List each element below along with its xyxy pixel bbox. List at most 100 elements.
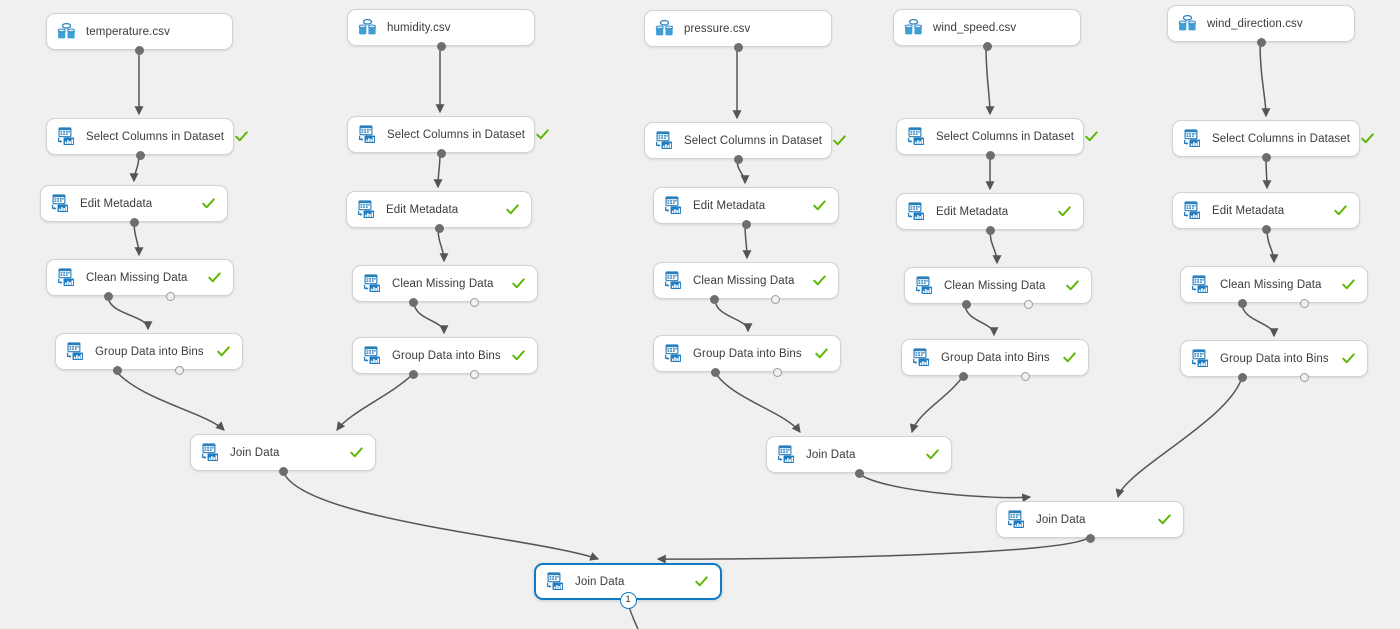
node-cm5[interactable]: Clean Missing Data <box>1180 266 1368 303</box>
output-port-ds3-0[interactable] <box>733 42 743 52</box>
output-port-ds2-0[interactable] <box>436 41 446 51</box>
output-port-sc4-0[interactable] <box>985 150 995 160</box>
node-em1[interactable]: Edit Metadata <box>40 185 228 222</box>
output-port-sc5-0[interactable] <box>1261 152 1271 162</box>
node-label: Join Data <box>1036 513 1086 526</box>
node-ds3[interactable]: pressure.csv <box>644 10 832 47</box>
output-port-ds5-0[interactable] <box>1256 37 1266 47</box>
edge-jd2-to-jd3[interactable] <box>857 472 1032 503</box>
node-ds5[interactable]: wind_direction.csv <box>1167 5 1355 42</box>
node-label: Select Columns in Dataset <box>86 130 225 143</box>
node-sc1[interactable]: Select Columns in Dataset <box>46 118 248 155</box>
output-port-jd3-0[interactable] <box>1085 533 1095 543</box>
output-port-cm5-1[interactable] <box>1299 298 1309 308</box>
edge-em4-to-cm4[interactable] <box>989 229 1002 265</box>
output-port-em4-0[interactable] <box>985 225 995 235</box>
module-icon <box>776 444 797 465</box>
edge-em2-to-cm2[interactable] <box>437 227 449 263</box>
node-order-badge[interactable]: 1 <box>619 591 637 609</box>
node-ds4[interactable]: wind_speed.csv <box>893 9 1081 46</box>
edge-jd1-to-jd4[interactable] <box>282 470 600 561</box>
node-ds1[interactable]: temperature.csv <box>46 13 233 50</box>
edge-cm3-to-gb3[interactable] <box>714 298 753 333</box>
node-em2[interactable]: Edit Metadata <box>346 191 532 228</box>
output-port-ds1-0[interactable] <box>135 45 144 55</box>
output-port-sc1-0[interactable] <box>135 150 145 160</box>
output-port-cm1-0[interactable] <box>103 291 113 301</box>
node-cm2[interactable]: Clean Missing Data <box>352 265 538 302</box>
node-sc5[interactable]: Select Columns in Dataset <box>1172 120 1374 157</box>
node-gb5[interactable]: Group Data into Bins <box>1180 340 1368 377</box>
edge-em5-to-cm5[interactable] <box>1266 228 1279 264</box>
output-port-gb1-0[interactable] <box>112 365 122 375</box>
node-jd1[interactable]: Join Data <box>190 434 376 471</box>
output-port-cm3-1[interactable] <box>771 294 781 304</box>
output-port-sc3-0[interactable] <box>733 154 743 164</box>
output-port-jd2-0[interactable] <box>854 468 864 478</box>
output-port-jd1-0[interactable] <box>278 466 288 476</box>
edge-ds4-to-sc4[interactable] <box>985 45 995 116</box>
node-em3[interactable]: Edit Metadata <box>653 187 839 224</box>
edge-em1-to-cm1[interactable] <box>133 221 144 257</box>
edge-gb3-to-jd2[interactable] <box>714 371 801 433</box>
status-check-icon <box>511 276 526 291</box>
output-port-gb2-1[interactable] <box>470 369 480 379</box>
output-port-cm4-1[interactable] <box>1023 299 1033 309</box>
status-check-icon <box>1065 278 1080 293</box>
edge-gb2-to-jd1[interactable] <box>336 373 414 431</box>
output-port-sc2-0[interactable] <box>436 148 446 158</box>
edge-cm1-to-gb1[interactable] <box>107 295 153 331</box>
output-port-gb3-0[interactable] <box>710 367 720 377</box>
node-gb2[interactable]: Group Data into Bins <box>352 337 538 374</box>
output-port-gb3-1[interactable] <box>772 367 782 377</box>
output-port-gb2-0[interactable] <box>408 369 418 379</box>
node-sc2[interactable]: Select Columns in Dataset <box>347 116 549 153</box>
output-port-cm2-1[interactable] <box>470 297 480 307</box>
edge-cm5-to-gb5[interactable] <box>1241 302 1279 338</box>
edge-ds5-to-sc5[interactable] <box>1259 41 1271 118</box>
edge-cm2-to-gb2[interactable] <box>413 301 449 335</box>
node-jd2[interactable]: Join Data <box>766 436 952 473</box>
output-port-gb5-0[interactable] <box>1237 372 1247 382</box>
output-port-cm1-1[interactable] <box>165 291 175 301</box>
output-port-gb4-1[interactable] <box>1020 371 1030 381</box>
dataset-icon <box>654 18 675 39</box>
node-cm1[interactable]: Clean Missing Data <box>46 259 234 296</box>
output-port-gb1-1[interactable] <box>174 365 184 375</box>
node-label: Join Data <box>806 448 856 461</box>
output-port-ds4-0[interactable] <box>982 41 992 51</box>
edge-gb4-to-jd2[interactable] <box>909 375 964 434</box>
output-port-cm3-0[interactable] <box>709 294 719 304</box>
output-port-em2-0[interactable] <box>434 223 444 233</box>
node-cm3[interactable]: Clean Missing Data <box>653 262 839 299</box>
status-check-icon <box>1084 129 1099 144</box>
node-jd3[interactable]: Join Data <box>996 501 1184 538</box>
edge-sc2-to-em2[interactable] <box>433 152 443 189</box>
node-gb1[interactable]: Group Data into Bins <box>55 333 243 370</box>
edge-gb5-to-jd3[interactable] <box>1115 376 1243 499</box>
node-gb4[interactable]: Group Data into Bins <box>901 339 1089 376</box>
node-label: Select Columns in Dataset <box>387 128 526 141</box>
node-ds2[interactable]: humidity.csv <box>347 9 535 46</box>
output-port-gb4-0[interactable] <box>958 371 968 381</box>
output-port-cm2-0[interactable] <box>408 297 418 307</box>
edge-gb1-to-jd1[interactable] <box>114 369 225 431</box>
node-gb3[interactable]: Group Data into Bins <box>653 335 841 372</box>
node-em4[interactable]: Edit Metadata <box>896 193 1084 230</box>
node-sc3[interactable]: Select Columns in Dataset <box>644 122 846 159</box>
output-port-gb5-1[interactable] <box>1299 372 1309 382</box>
output-port-cm5-0[interactable] <box>1237 298 1247 308</box>
node-jd4[interactable]: Join Data <box>534 563 722 600</box>
edge-cm4-to-gb4[interactable] <box>964 303 999 337</box>
node-cm4[interactable]: Clean Missing Data <box>904 267 1092 304</box>
output-port-em5-0[interactable] <box>1261 224 1271 234</box>
edge-jd3-to-jd4[interactable] <box>656 537 1089 564</box>
node-sc4[interactable]: Select Columns in Dataset <box>896 118 1098 155</box>
output-port-em1-0[interactable] <box>129 217 139 227</box>
output-port-cm4-0[interactable] <box>961 299 971 309</box>
edge-sc5-to-em5[interactable] <box>1262 156 1272 190</box>
node-em5[interactable]: Edit Metadata <box>1172 192 1360 229</box>
output-port-em3-0[interactable] <box>741 219 751 229</box>
edge-em3-to-cm3[interactable] <box>742 223 752 260</box>
